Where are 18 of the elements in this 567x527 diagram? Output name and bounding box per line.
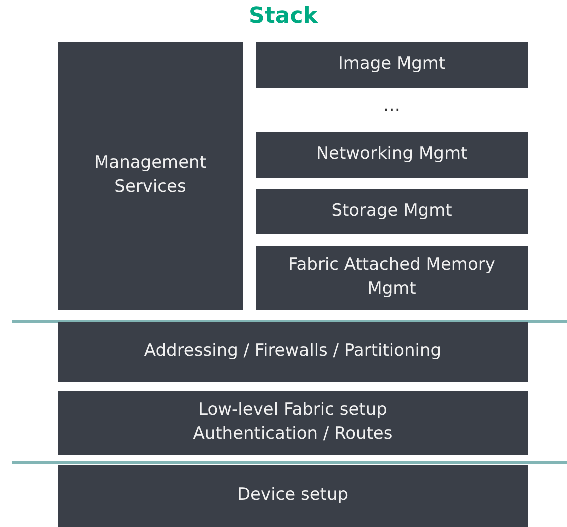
layer-box	[58, 322, 528, 382]
box-label: Addressing / Firewalls / Partitioning	[144, 340, 442, 364]
layer-box	[256, 132, 528, 178]
box-label: Low-level Fabric setup Authentication / Routes	[192, 399, 394, 446]
layer-box	[58, 42, 243, 310]
box-label: Fabric Attached Memory Mgmt	[288, 254, 496, 301]
layer-box	[58, 391, 528, 455]
ellipsis-label: …	[382, 96, 402, 116]
layer-box	[256, 42, 528, 88]
box-label: Device setup	[237, 484, 349, 508]
box-label: Management Services	[94, 152, 208, 199]
box-label: Image Mgmt	[338, 53, 446, 76]
layer-box	[256, 189, 528, 234]
box-label: Storage Mgmt	[332, 200, 452, 223]
layer-box	[58, 465, 528, 527]
title: Stack	[248, 4, 320, 29]
layer-box	[256, 246, 528, 310]
box-label: Networking Mgmt	[316, 143, 468, 166]
